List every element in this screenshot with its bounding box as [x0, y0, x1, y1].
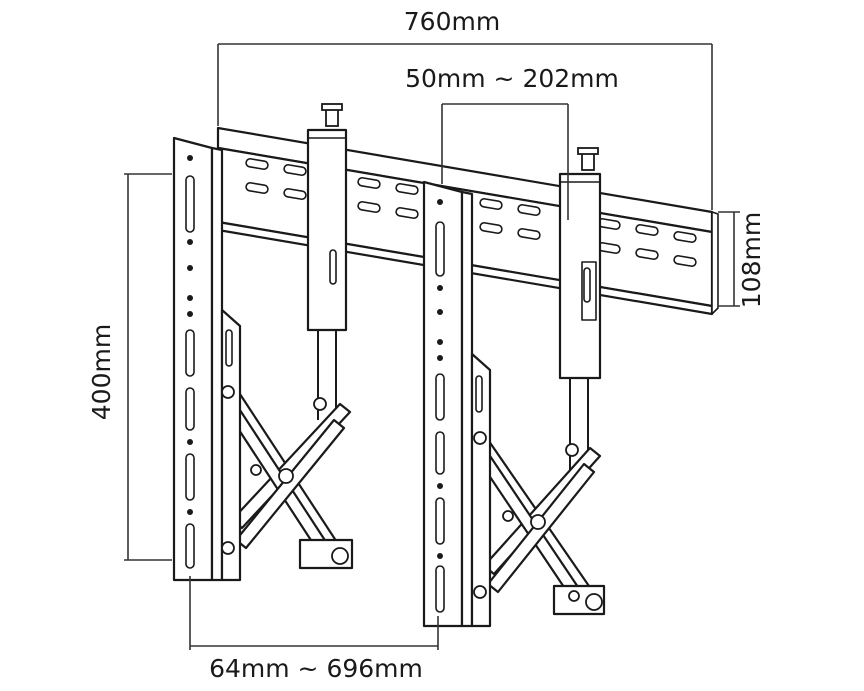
right-bracket	[422, 147, 606, 628]
left-scissor-arms	[221, 385, 354, 570]
dimension-vertical-height: 400mm	[87, 173, 172, 561]
adjustment-label: 64mm ~ 696mm	[209, 654, 423, 683]
left-vertical-strap	[172, 136, 242, 582]
dimension-spacing: 50mm ~ 202mm	[405, 64, 619, 220]
dimension-adjustment: 64mm ~ 696mm	[189, 576, 439, 683]
vertical-height-label: 400mm	[87, 324, 116, 420]
overall-width-label: 760mm	[404, 7, 500, 36]
dimension-overall-width: 760mm	[217, 7, 713, 210]
right-scissor-arms	[472, 431, 606, 616]
spacing-label: 50mm ~ 202mm	[405, 64, 619, 93]
right-vertical-strap	[422, 180, 492, 628]
left-bracket	[172, 103, 354, 582]
dimension-rail-height: 108mm	[718, 211, 766, 308]
left-hanger-post	[306, 103, 348, 420]
rail-height-label: 108mm	[737, 212, 766, 308]
rail-slots	[245, 158, 697, 267]
right-hanger-post	[558, 147, 602, 470]
